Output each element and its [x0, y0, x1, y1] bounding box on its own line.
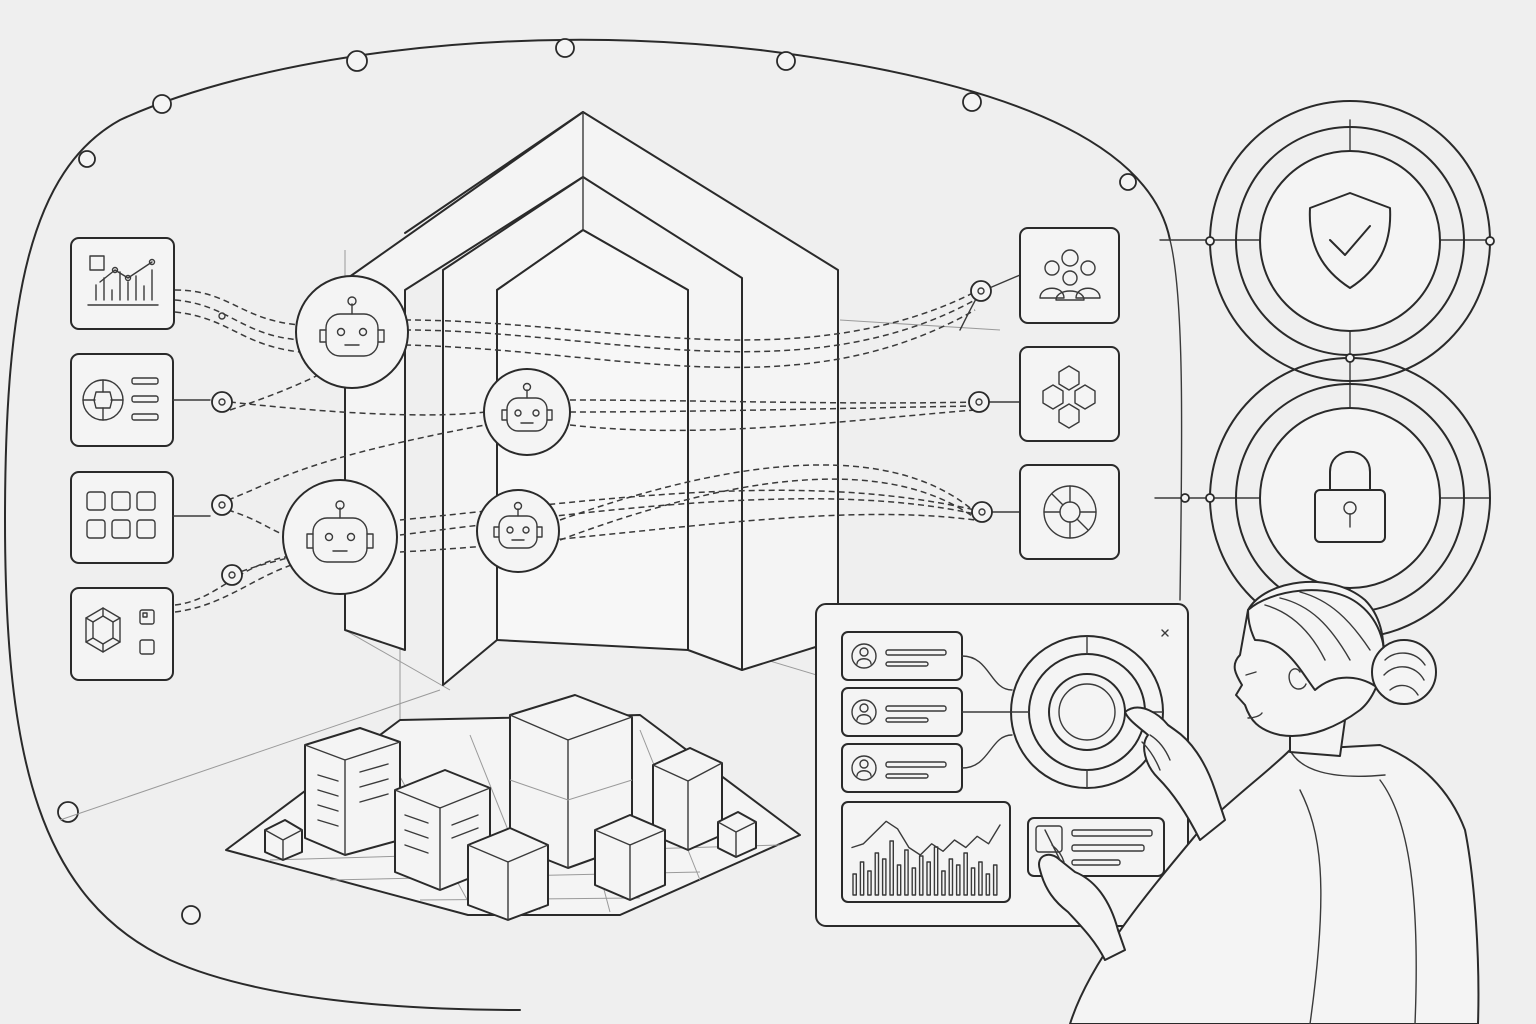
woman-user	[1038, 580, 1480, 1024]
trend-bar	[941, 870, 946, 896]
trend-bar	[985, 873, 991, 896]
robot-icon	[306, 500, 374, 563]
server-rack-1	[304, 727, 401, 856]
trend-bar	[970, 867, 976, 896]
analytics-chart-icon	[87, 255, 159, 306]
right-connectors	[959, 274, 1021, 523]
cube-small-2	[467, 827, 549, 921]
profile-list	[841, 631, 1013, 793]
trend-bar	[867, 870, 872, 896]
padlock-icon[interactable]	[1314, 450, 1386, 543]
cube-tiny-1	[264, 819, 303, 861]
ecosystem-boundary	[4, 38, 1171, 1011]
segment-list-icon	[82, 377, 159, 421]
robot-icon	[493, 501, 543, 549]
ring-segments-icon	[1043, 485, 1097, 539]
left-connectors	[172, 312, 243, 586]
platform-arch	[344, 111, 839, 686]
trend-bars	[852, 840, 998, 896]
hexagon-cluster-icon	[1042, 365, 1096, 429]
shield-ring	[1205, 100, 1495, 382]
module-grid-icon	[86, 491, 156, 539]
component-card[interactable]	[70, 587, 174, 681]
people-group-icon	[1039, 249, 1101, 301]
trend-bar	[874, 852, 880, 896]
checkbox[interactable]	[1035, 825, 1063, 853]
security-layer	[1154, 100, 1495, 639]
trend-bar	[881, 858, 887, 896]
trend-bar	[911, 867, 917, 896]
trend-bar	[955, 864, 961, 896]
segment-card[interactable]	[70, 353, 174, 447]
shield-check-icon[interactable]	[1308, 192, 1392, 289]
server-cluster	[264, 694, 757, 921]
process-card[interactable]	[1019, 464, 1120, 560]
trend-bar	[896, 864, 902, 896]
trend-chart	[841, 801, 1011, 903]
trend-bar	[978, 861, 983, 896]
cube-tiny-2	[717, 811, 757, 858]
trend-bar	[992, 864, 998, 896]
modules-card[interactable]	[70, 471, 174, 564]
trend-line	[851, 820, 1001, 856]
analytics-card[interactable]	[70, 237, 175, 330]
robot-icon	[501, 382, 553, 432]
integration-card[interactable]	[1019, 346, 1120, 442]
right-output-cards	[959, 227, 1120, 560]
trend-bar	[852, 873, 857, 896]
action-card[interactable]	[1027, 817, 1165, 877]
trend-bar	[889, 840, 894, 896]
robot-icon	[319, 296, 385, 357]
left-input-cards	[70, 237, 243, 681]
gem-component-icon	[85, 607, 155, 655]
profile-row[interactable]	[841, 631, 963, 681]
agent-robot-1[interactable]	[295, 275, 409, 389]
boundary-nodes	[57, 38, 1137, 925]
ai-agents	[282, 275, 571, 595]
trend-bar	[948, 858, 954, 896]
trend-bar	[926, 861, 931, 896]
trend-bar	[904, 849, 909, 896]
trend-bar	[963, 852, 968, 896]
lock-ring	[1180, 353, 1491, 639]
team-card[interactable]	[1019, 227, 1120, 324]
trend-bar	[859, 861, 865, 896]
agent-robot-4[interactable]	[476, 489, 560, 573]
trend-bar	[918, 855, 924, 896]
agent-robot-3[interactable]	[282, 479, 398, 595]
dashboard-panel[interactable]	[815, 603, 1189, 927]
agent-robot-2[interactable]	[483, 368, 571, 456]
cube-small-3	[594, 814, 666, 901]
